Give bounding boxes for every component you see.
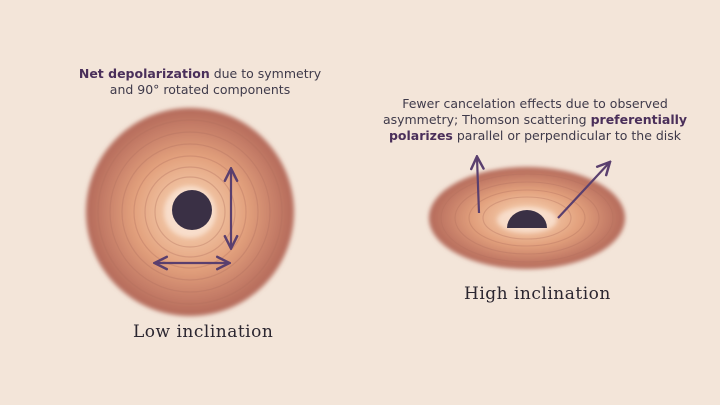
perpendicular-polarization-arrow xyxy=(477,158,479,214)
right-caption-line-1: Fewer cancelation effects due to observe… xyxy=(402,96,668,111)
right-caption-bold-1: preferentially xyxy=(590,112,688,127)
black-hole-right xyxy=(507,210,547,228)
high-inclination-label: High inclination xyxy=(464,284,611,304)
left-caption-line-2: and 90° rotated components xyxy=(109,82,291,97)
right-caption: Fewer cancelation effects due to observe… xyxy=(370,96,700,144)
left-caption-rest: due to symmetry xyxy=(209,66,322,81)
right-caption-line-3: parallel or perpendicular to the disk xyxy=(452,128,682,143)
right-caption-line-2: asymmetry; Thomson scattering xyxy=(382,112,591,127)
parallel-polarization-arrow xyxy=(557,163,609,219)
left-caption-bold: Net depolarization xyxy=(78,66,210,81)
black-hole-left xyxy=(172,190,212,230)
low-inclination-label: Low inclination xyxy=(133,322,274,342)
right-caption-bold-2: polarizes xyxy=(388,128,453,143)
left-caption: Net depolarization due to symmetry and 9… xyxy=(60,66,340,98)
